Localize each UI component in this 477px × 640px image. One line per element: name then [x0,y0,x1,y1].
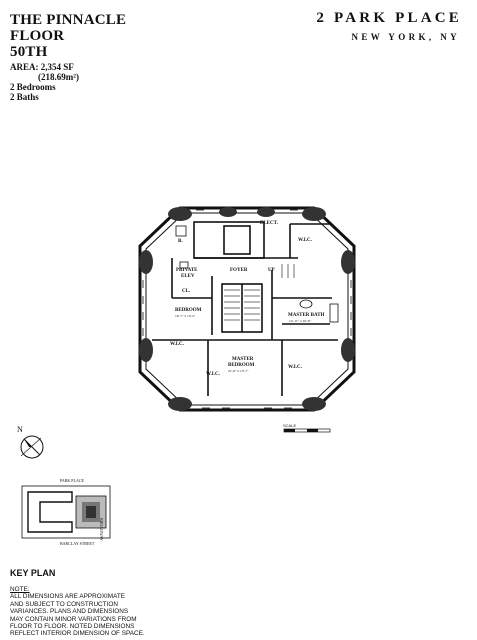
unit-title-line2: FLOOR [10,28,65,44]
note-line: REFLECT INTERIOR DIMENSION OF SPACE. [10,630,145,638]
room-wic-bottom-right-label: W.I.C. [288,365,302,370]
note-line: AND SUBJECT TO CONSTRUCTION [10,600,118,608]
stair-treads [224,264,295,321]
north-label: N [17,425,23,434]
room-wic-left-label: W.I.C. [170,342,184,347]
room-electrical-label: ELECT. [260,221,278,226]
key-plan: PARK PLACE BARCLAY STREET BROADWAY [20,478,120,548]
note-line: FLOOR TO FLOOR. NOTED DIMENSIONS [10,623,135,631]
room-master-bedroom-label: MASTER [232,357,254,362]
compass-icon [20,435,44,459]
window-marks [142,209,352,409]
scale-bar-graphic [283,428,331,433]
room-foyer-label: FOYER [230,268,248,273]
room-master-bath-dimensions: 14'-11" x 10'-6" [289,319,312,323]
corner-ornaments [139,207,355,411]
fixtures [175,225,339,323]
room-wic-bottom-left-label: W.I.C. [206,372,220,377]
note-line: VARIANCES. PLANS AND DIMENSIONS [10,608,129,616]
room-closet-label: CL. [182,289,191,294]
north-arrow: N [10,425,46,461]
building-city: NEW YORK, NY [351,32,460,42]
bedrooms-label: 2 Bedrooms [10,82,56,92]
area-metric-label: (218.69m²) [38,72,79,82]
unit-specs: AREA: 2,354 SF (218.69m²) 2 Bedrooms 2 B… [10,62,79,102]
building-name: 2 PARK PLACE [316,10,462,26]
note-line: ALL DIMENSIONS ARE APPROXIMATE [10,593,126,601]
key-plan-street-bottom: BARCLAY STREET [60,541,95,546]
key-plan-street-top: PARK PLACE [60,478,84,483]
floor-plan: B. ELECT. W.I.C. PRIVATE ELEV FOYER UP C… [132,200,362,418]
room-master-bath-label: MASTER BATH [288,313,325,318]
unit-title-line1: THE PINNACLE [10,12,127,28]
note-heading: NOTE: [10,586,30,593]
room-private-elevator-label-2: ELEV [181,274,195,279]
scale-label: SCALE [283,423,297,428]
exterior-wall [138,206,356,412]
room-master-bedroom-label-2: BEDROOM [228,363,255,368]
baths-label: 2 Baths [10,92,39,102]
room-master-bedroom-dimensions: 21'-6" x 13'-7" [228,369,249,373]
note-line: MAY CONTAIN MINOR VARIATIONS FROM [10,615,137,623]
key-plan-drawing [21,485,111,539]
room-private-elevator-label: PRIVATE [176,268,198,273]
room-wic-top-label: W.I.C. [298,238,312,243]
room-bedroom-dimensions: 16'-7" x 13'-2" [175,314,196,318]
key-plan-heading: KEY PLAN [10,568,56,578]
area-label: AREA: 2,354 SF [10,62,74,72]
key-plan-street-side: BROADWAY [99,518,104,541]
stair-up-label: UP [268,268,275,273]
scale-bar: SCALE [283,423,333,438]
interior-partitions [152,221,338,396]
room-bedroom-label: BEDROOM [175,308,202,313]
floor-plan-drawing [138,206,356,412]
room-bath-label: B. [178,239,183,244]
unit-title-line3: 50TH [10,44,48,60]
disclaimer-note: NOTE: ALL DIMENSIONS ARE APPROXIMATE AND… [10,586,145,638]
unit-title: THE PINNACLE FLOOR 50TH [10,12,126,60]
